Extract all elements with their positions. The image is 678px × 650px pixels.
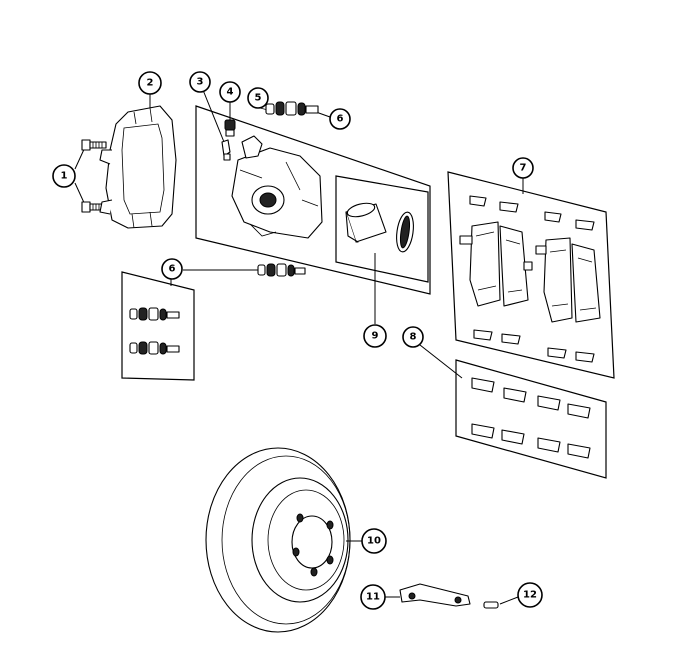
caliper-adapter <box>99 92 177 229</box>
callout-7: 7 <box>512 157 534 179</box>
brake-rotor <box>205 447 362 633</box>
callout-6-top: 6 <box>329 108 351 130</box>
callout-10: 10 <box>361 528 387 554</box>
callout-label: 8 <box>410 332 417 343</box>
callout-label: 6 <box>337 114 344 125</box>
callout-2: 2 <box>138 71 162 95</box>
callout-label: 1 <box>61 171 68 182</box>
callout-label: 9 <box>372 331 379 342</box>
park-brake-lever <box>385 583 471 607</box>
mounting-bolts <box>74 139 107 213</box>
callout-4: 4 <box>219 81 241 103</box>
callout-label: 7 <box>520 163 527 174</box>
callout-label: 4 <box>227 87 234 98</box>
callout-8: 8 <box>402 326 424 348</box>
callout-label: 2 <box>147 78 154 89</box>
callout-5: 5 <box>247 87 269 109</box>
callout-label: 3 <box>197 77 204 88</box>
callout-1: 1 <box>52 164 76 188</box>
callout-12: 12 <box>517 582 543 608</box>
callout-label: 5 <box>255 93 262 104</box>
guide-pin-bolt-top <box>259 101 331 118</box>
bleeder-cap <box>224 101 236 137</box>
callout-label: 11 <box>366 592 380 603</box>
pad-clips-panel <box>419 344 607 479</box>
retaining-pin <box>483 596 519 609</box>
bleeder-screw <box>202 89 231 161</box>
callout-6-lower: 6 <box>161 258 183 280</box>
callout-label: 6 <box>169 264 176 275</box>
guide-pin-kit-panel <box>121 263 306 381</box>
callout-3: 3 <box>189 71 211 93</box>
brake-pads-panel <box>447 171 615 379</box>
callout-label: 10 <box>367 536 381 547</box>
callout-label: 12 <box>523 590 537 601</box>
callout-11: 11 <box>360 584 386 610</box>
callout-9: 9 <box>363 324 387 348</box>
piston-panel <box>335 175 429 324</box>
